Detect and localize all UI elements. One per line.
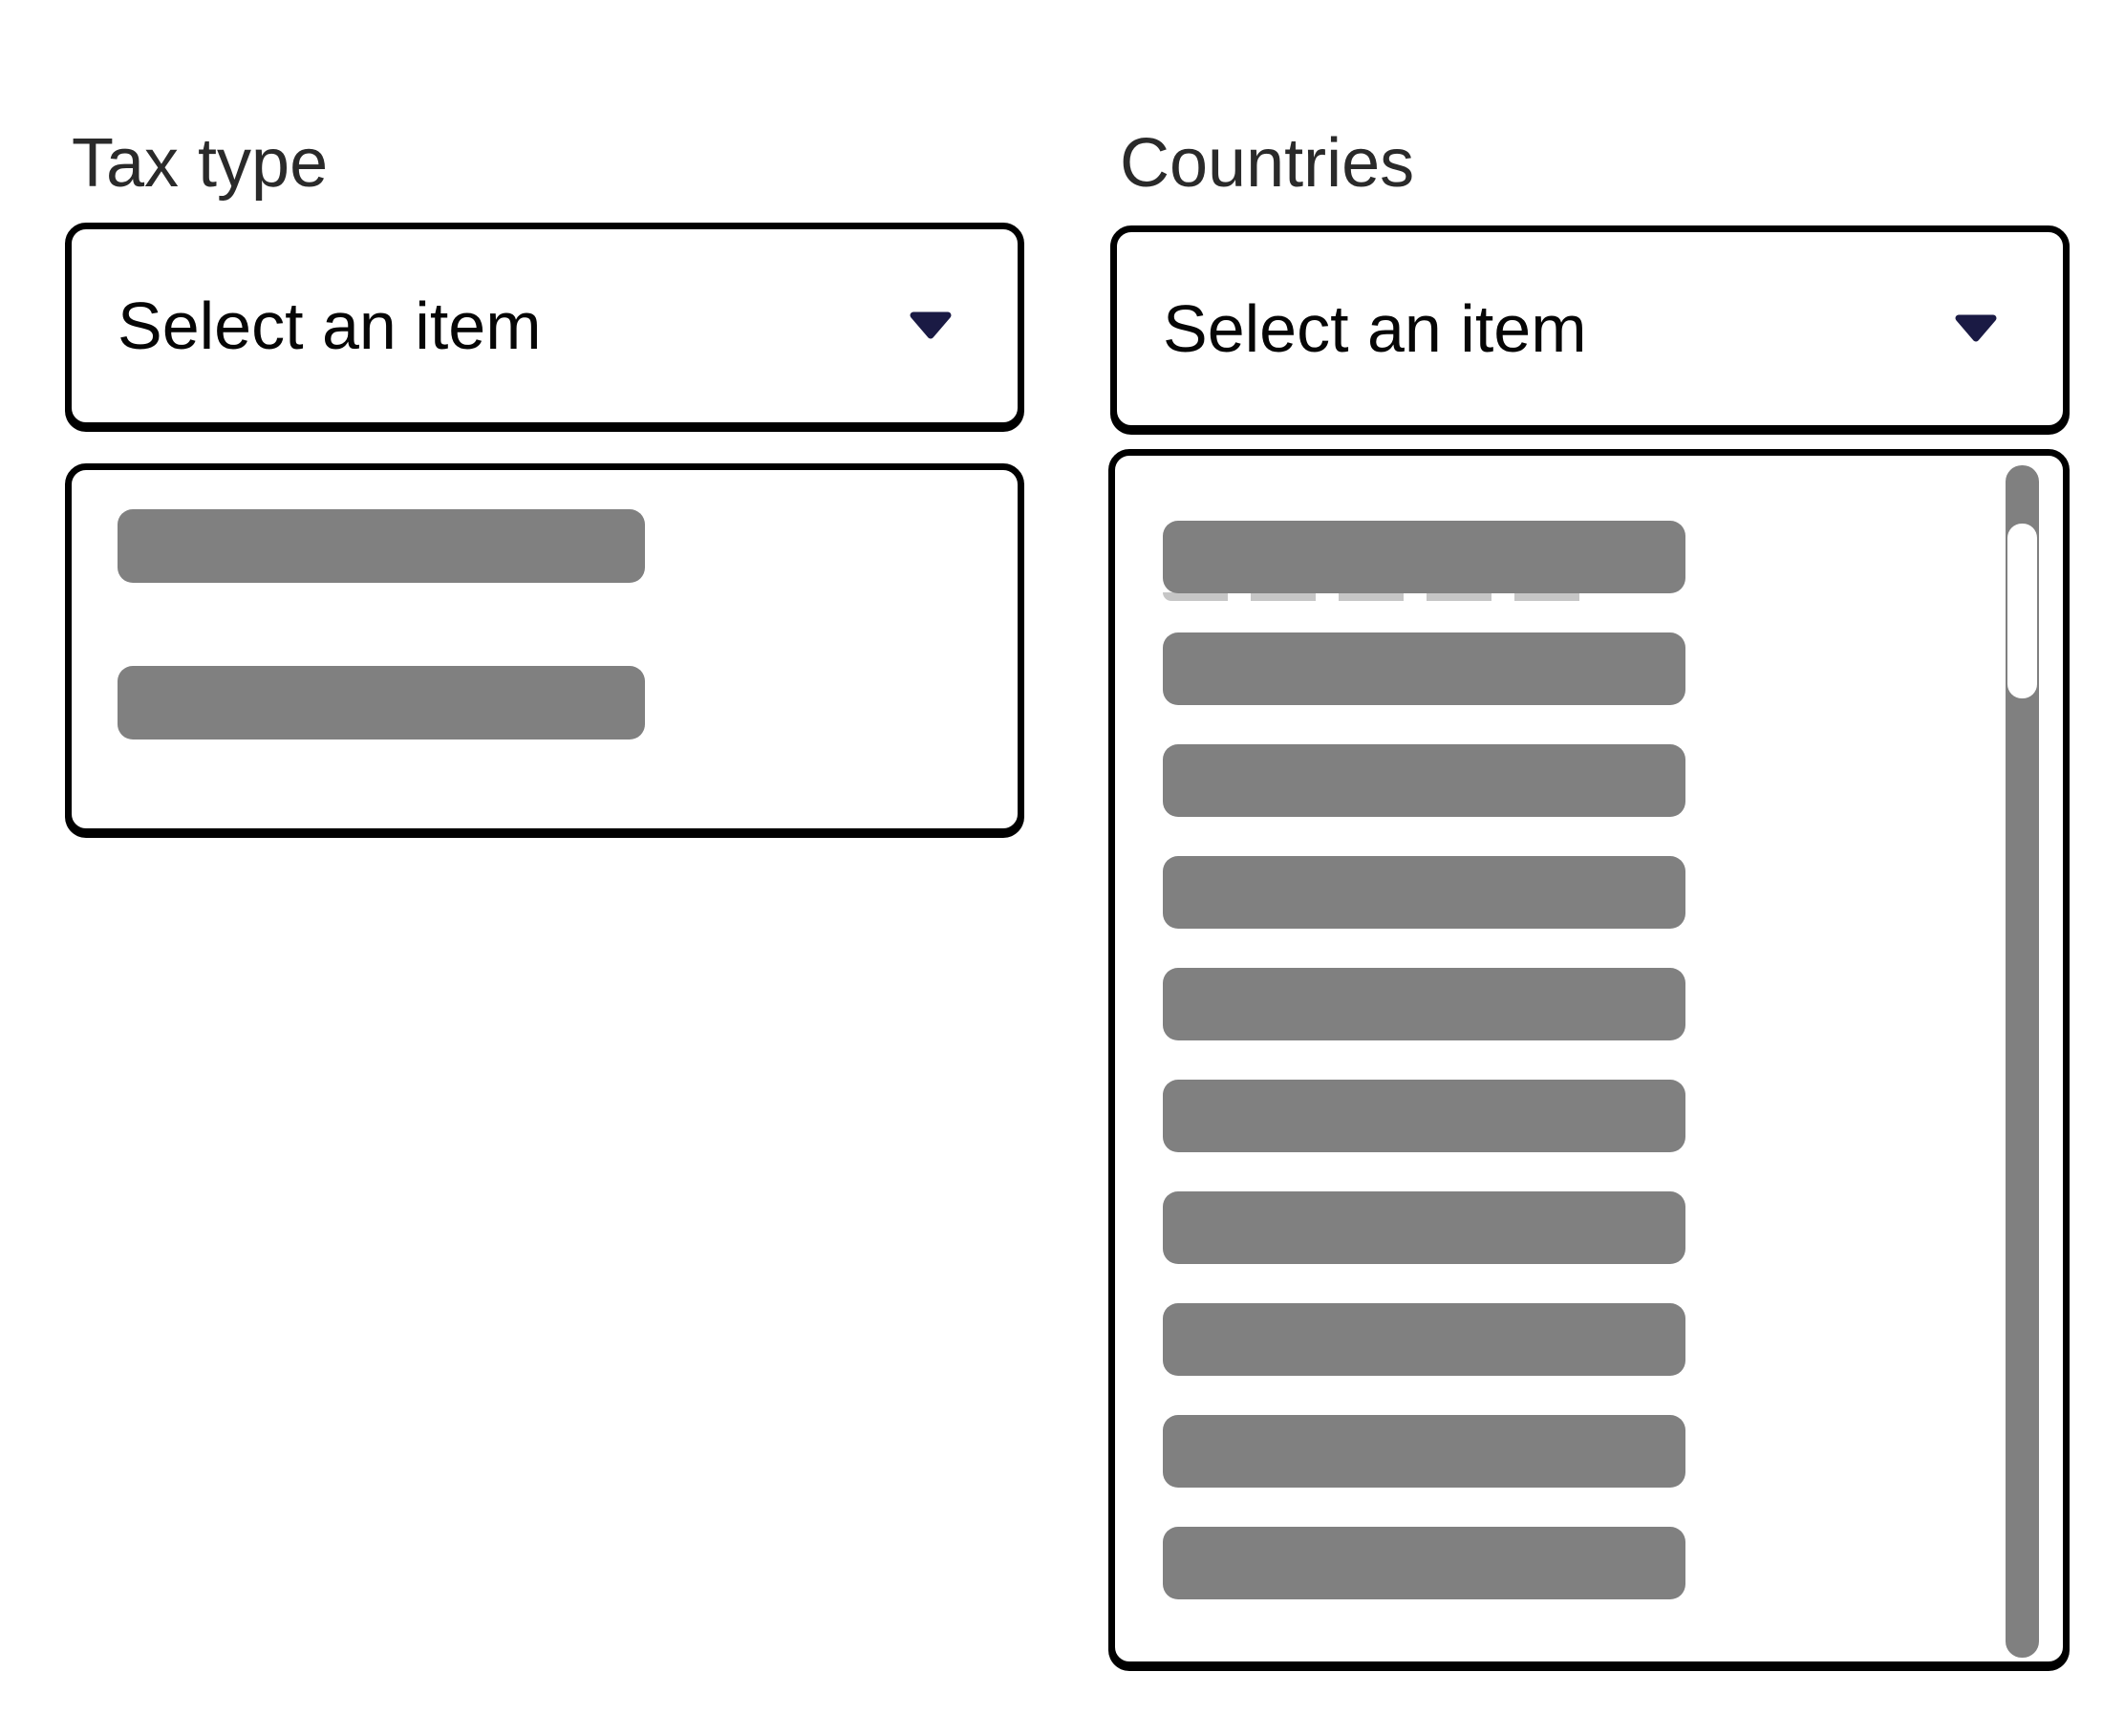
skeleton-bar <box>1163 521 1685 593</box>
skeleton-bar <box>1163 1080 1685 1152</box>
skeleton-ghost-bar <box>1163 592 1588 601</box>
tax-type-select-value: Select an item <box>118 289 542 363</box>
countries-listbox[interactable] <box>1108 449 2070 1668</box>
scrollbar-thumb[interactable] <box>2007 524 2037 698</box>
tax-type-skeleton-list <box>72 470 645 823</box>
tax-type-label: Tax type <box>72 125 329 202</box>
skeleton-bar <box>1163 1527 1685 1599</box>
skeleton-bar <box>1163 1191 1685 1264</box>
countries-listbox-content <box>1115 456 2063 1661</box>
chevron-down-icon <box>1955 314 1997 342</box>
skeleton-bar <box>1163 632 1685 705</box>
countries-select[interactable]: Select an item <box>1110 225 2070 432</box>
skeleton-bar <box>1163 1303 1685 1376</box>
skeleton-bar <box>1163 856 1685 929</box>
chevron-down-icon <box>910 311 952 339</box>
tax-type-listbox-content <box>72 470 1018 828</box>
countries-label: Countries <box>1120 125 1415 202</box>
tax-type-listbox[interactable] <box>65 463 1024 835</box>
countries-select-value: Select an item <box>1163 291 1587 366</box>
tax-type-select[interactable]: Select an item <box>65 223 1024 429</box>
skeleton-bar <box>118 509 645 583</box>
skeleton-bar <box>118 666 645 739</box>
skeleton-bar <box>1163 968 1685 1040</box>
skeleton-bar <box>1163 1415 1685 1488</box>
skeleton-bar <box>1163 744 1685 817</box>
scrollbar[interactable] <box>2006 465 2039 1658</box>
countries-skeleton-list <box>1115 456 1685 1639</box>
